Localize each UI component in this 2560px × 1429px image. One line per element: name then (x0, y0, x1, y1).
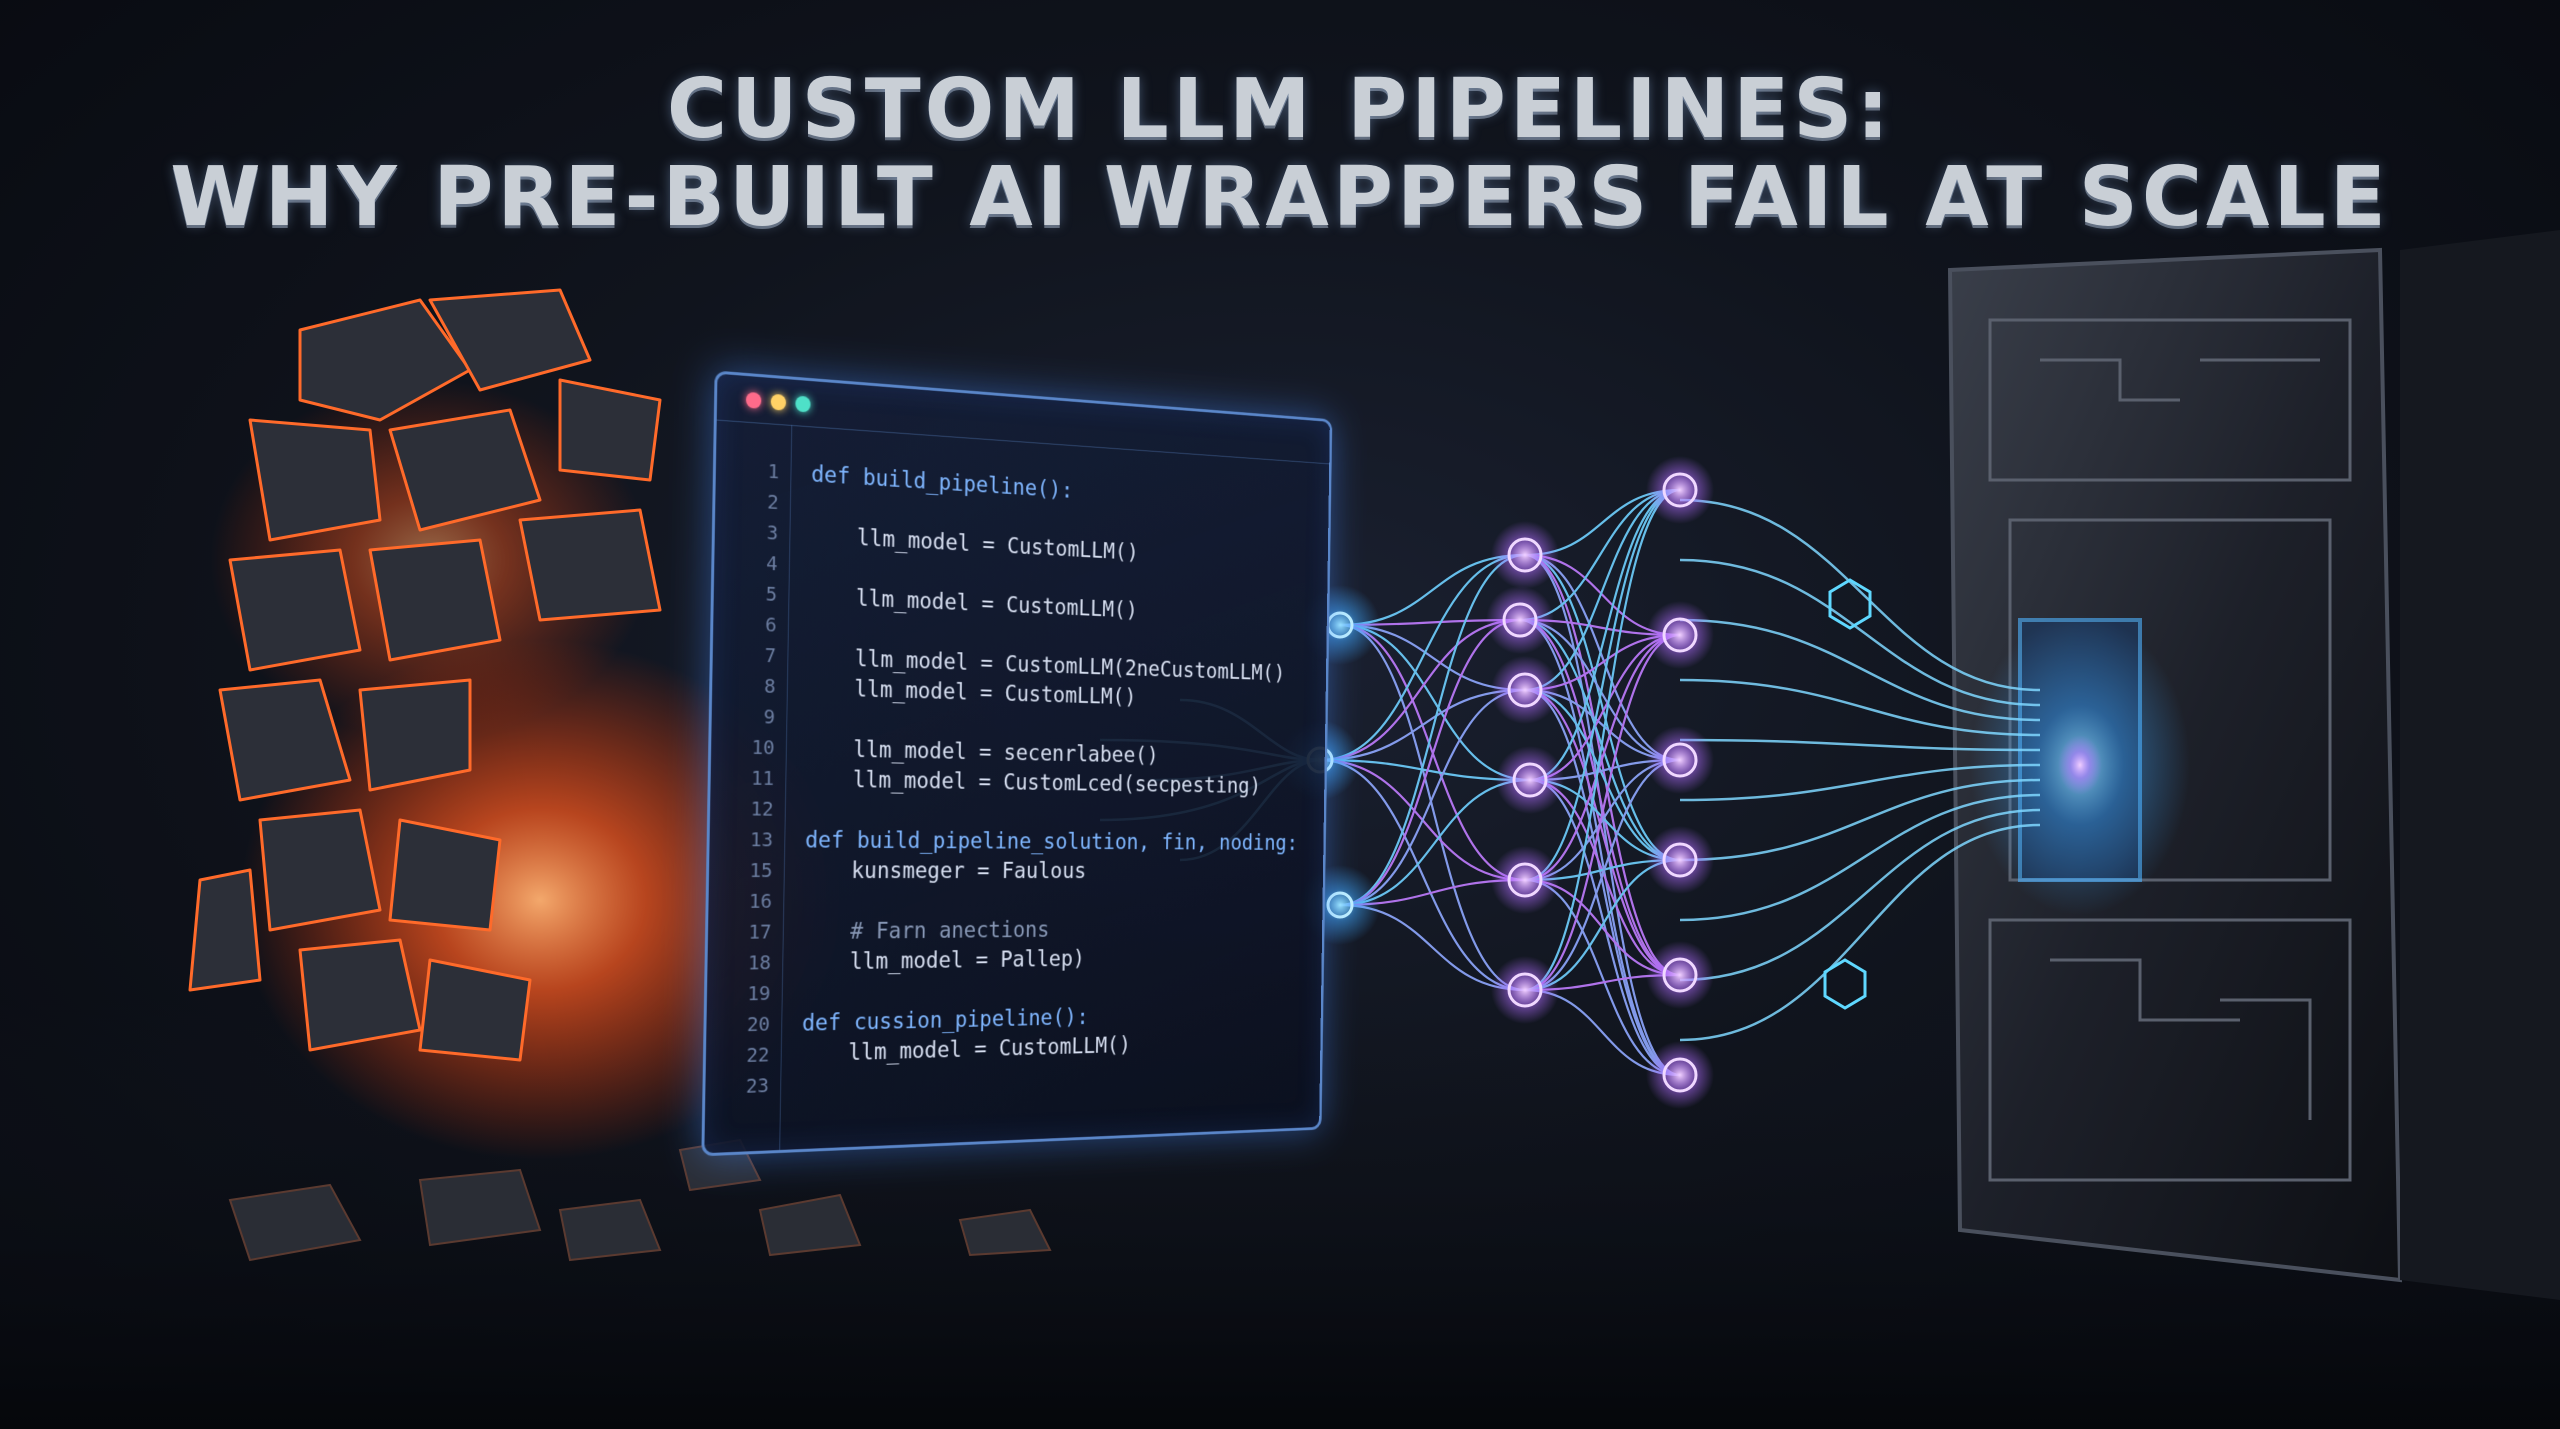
code-line: 15 kunsmeger = Faulous (709, 858, 1323, 886)
neural-node-icon (1646, 601, 1714, 669)
neural-node-icon (1491, 656, 1559, 724)
line-number: 12 (750, 796, 774, 821)
line-number: 10 (751, 734, 775, 760)
code-text: # Farn anections (850, 917, 1050, 945)
neural-node-icon (1646, 456, 1714, 524)
line-number: 18 (747, 950, 772, 975)
neural-node-icon (1646, 941, 1714, 1009)
line-number: 13 (749, 827, 774, 852)
code-line: 12 (710, 796, 1324, 829)
line-number: 9 (763, 704, 776, 729)
network-link (1519, 618, 1681, 1077)
network-link (1524, 688, 1681, 1077)
code-text: llm_model = Pallep) (849, 946, 1085, 975)
processor-machine (1947, 230, 2560, 1300)
code-line: 17 # Farn anections (708, 916, 1323, 948)
neural-node-icon (1646, 1041, 1714, 1109)
neural-node-icon (1486, 586, 1554, 654)
code-text: llm_model = CustomLLM() (854, 676, 1137, 711)
minimize-dot-icon (770, 393, 787, 411)
output-wire (1679, 498, 2041, 692)
crumbling-wall (188, 288, 1052, 1262)
maximize-dot-icon (795, 395, 811, 413)
output-wire (1679, 558, 2041, 707)
network-link (1524, 488, 1681, 882)
line-number: 20 (746, 1011, 771, 1037)
output-wire (1679, 763, 2041, 802)
code-text: def cussion_pipeline(): (801, 1005, 1089, 1037)
output-wire (1679, 678, 2041, 737)
headline-line-1: CUSTOM LLM PIPELINES: (666, 62, 1894, 157)
line-number: 3 (766, 520, 779, 545)
output-wire (1679, 808, 2041, 982)
line-number: 7 (764, 643, 777, 668)
line-number: 11 (750, 765, 775, 790)
neural-node-icon (1491, 956, 1559, 1024)
line-number: 19 (747, 981, 771, 1006)
neural-node-icon (1491, 846, 1559, 914)
neural-node-icon (1646, 726, 1714, 794)
output-wire (1679, 738, 2041, 752)
line-number: 6 (764, 612, 777, 637)
code-line: 13 def build_pipeline_solution, fin, nodi… (709, 827, 1323, 857)
code-line: 16 (708, 888, 1322, 917)
code-text: llm_model = CustomLced(secpesting) (852, 767, 1262, 799)
code-text: def build_pipeline_solution, fin, noding… (804, 827, 1298, 856)
output-wire (1679, 778, 2041, 862)
output-wire (1679, 793, 2041, 922)
neural-node-icon (1496, 746, 1564, 814)
line-number: 4 (765, 550, 778, 576)
output-wire (1679, 618, 2041, 722)
close-dot-icon (745, 391, 762, 409)
network-link (1519, 618, 1681, 977)
line-number: 5 (765, 581, 778, 606)
line-number: 16 (748, 888, 773, 913)
line-number: 22 (746, 1042, 770, 1067)
line-number: 2 (766, 489, 779, 515)
network-link (1524, 688, 1681, 977)
code-text: llm_model = secenrlabee() (853, 737, 1159, 769)
hexagon-chip-icon (1823, 578, 1872, 1010)
neural-node-icon (1491, 521, 1559, 589)
line-number: 1 (767, 458, 780, 484)
network-link (1524, 553, 1681, 977)
headline-line-2: WHY PRE-BUILT AI WRAPPERS FAIL AT SCALE (170, 150, 2390, 245)
network-link (1524, 488, 1681, 992)
code-text: kunsmeger = Faulous (851, 858, 1087, 884)
line-number: 23 (745, 1073, 770, 1098)
line-number: 17 (748, 919, 772, 944)
neural-node-icon (1646, 826, 1714, 894)
line-number: 8 (763, 673, 776, 698)
line-number: 15 (749, 858, 773, 882)
output-wire (1679, 823, 2041, 1042)
code-text: llm_model = CustomLLM() (848, 1033, 1131, 1066)
